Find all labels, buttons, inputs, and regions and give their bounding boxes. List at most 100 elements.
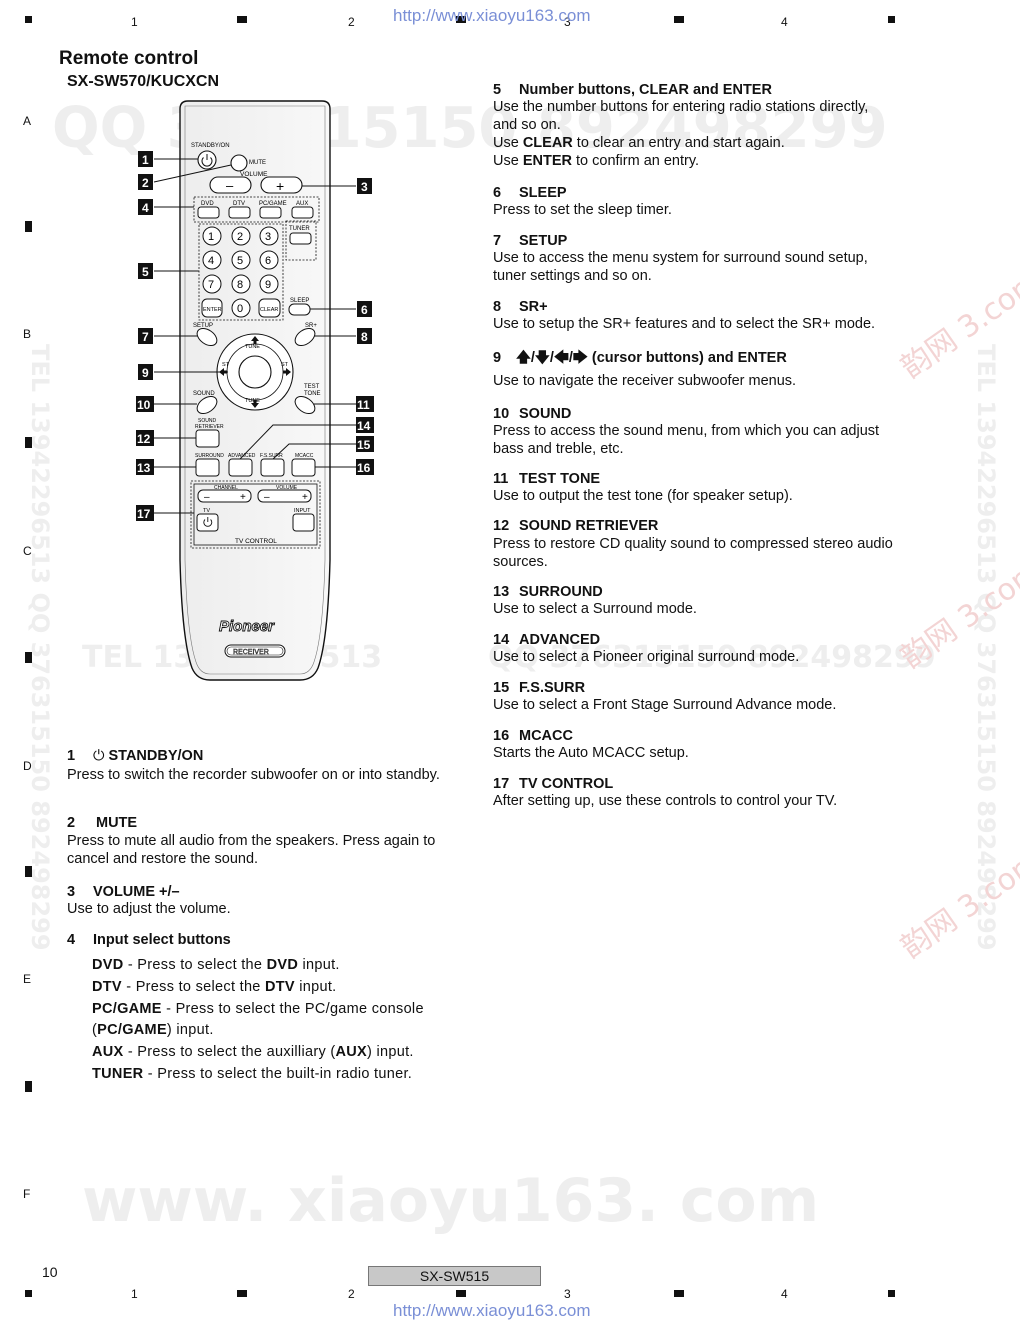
mute-button[interactable]	[230, 154, 248, 172]
fssurr-label: F.S.SURR	[260, 453, 283, 459]
tuner-label: TUNER	[289, 226, 310, 232]
input-aux-button[interactable]	[291, 206, 314, 219]
setup-button[interactable]	[194, 325, 220, 349]
key-5[interactable]	[231, 250, 251, 270]
column-number: 3	[564, 15, 571, 29]
volume-down-button[interactable]	[209, 176, 252, 194]
input-dvd-label: DVD	[201, 201, 214, 207]
column-number: 4	[781, 1287, 788, 1301]
test-tone-button[interactable]	[292, 393, 318, 417]
model-subtitle: SX-SW570/KUCXCN	[67, 73, 220, 90]
tuner-button[interactable]	[289, 232, 312, 245]
item-heading-text: STANDBY/ON	[108, 748, 204, 764]
volume-label: VOLUME	[240, 171, 268, 178]
row-letter: C	[23, 544, 32, 558]
test-tone-label-2: TONE	[304, 391, 321, 397]
watermark-red-2: 韵网 3.com	[894, 554, 1020, 676]
input-group-outline	[193, 196, 320, 223]
footer-url[interactable]: http://www.xiaoyu163.com	[393, 1301, 591, 1320]
key-9[interactable]	[259, 274, 279, 294]
pioneer-logo: Pioneer	[219, 618, 275, 635]
mcacc-button[interactable]	[291, 458, 316, 477]
column-number: 2	[348, 15, 355, 29]
sleep-button[interactable]	[288, 303, 311, 316]
item-number: 3	[67, 884, 76, 900]
key-2[interactable]	[231, 226, 251, 246]
item-number: 1	[67, 748, 76, 764]
callout-4: 4	[142, 201, 149, 215]
sound-retriever-button[interactable]	[195, 429, 220, 448]
numpad-outline	[198, 223, 284, 321]
srplus-button[interactable]	[292, 325, 318, 349]
tv-volume-rocker[interactable]	[257, 489, 312, 503]
key-6[interactable]	[259, 250, 279, 270]
frame-mark	[25, 1290, 32, 1297]
item-text: After setting up, use these controls to …	[493, 793, 838, 809]
item-text: Press to restore CD quality sound to com…	[493, 536, 893, 570]
clear-key-label: CLEAR	[260, 307, 278, 313]
tv-label: TV	[203, 508, 210, 514]
input-dtv-button[interactable]	[228, 206, 251, 219]
advanced-label: ADVANCED	[228, 453, 256, 459]
frame-mark	[674, 16, 684, 23]
key-1[interactable]	[202, 226, 222, 246]
key-7[interactable]	[202, 274, 222, 294]
item-text: Press to access the sound menu, from whi…	[493, 423, 880, 457]
tv-volume-minus: –	[264, 492, 270, 503]
sound-button[interactable]	[194, 393, 220, 417]
frame-mark	[237, 1290, 247, 1297]
item-text: Use CLEAR to clear an entry and start ag…	[493, 135, 785, 151]
key-8-label: 8	[237, 279, 243, 291]
channel-label: CHANNEL	[214, 485, 238, 491]
channel-minus: –	[204, 492, 210, 503]
item-text: Use the number buttons for entering radi…	[493, 99, 869, 133]
surround-button[interactable]	[195, 458, 220, 477]
callout-leaders	[153, 158, 356, 514]
volume-up-button[interactable]	[260, 176, 303, 194]
callout-10: 10	[137, 398, 151, 412]
receiver-label: RECEIVER	[233, 649, 269, 656]
callout-9: 9	[142, 366, 149, 380]
item-text: Use to access the menu system for surrou…	[493, 250, 868, 284]
key-0[interactable]	[231, 298, 251, 318]
header-url[interactable]: http://www.xiaoyu163.com	[393, 6, 591, 25]
page-number: 10	[42, 1264, 58, 1280]
frame-mark	[25, 16, 32, 23]
channel-rocker[interactable]	[197, 489, 252, 503]
key-3[interactable]	[259, 226, 279, 246]
item-text: Press to mute all audio from the speaker…	[67, 833, 436, 867]
frame-mark	[888, 1290, 895, 1297]
cursor-enter-button[interactable]	[238, 355, 272, 389]
watermark-red-1: 韵网 3.com	[894, 264, 1020, 386]
input-pcgame-button[interactable]	[259, 206, 282, 219]
tv-input-button[interactable]	[292, 513, 315, 532]
enter-key[interactable]	[201, 298, 223, 318]
mute-label: MUTE	[249, 160, 266, 166]
key-8[interactable]	[231, 274, 251, 294]
fssurr-button[interactable]	[260, 458, 285, 477]
advanced-button[interactable]	[228, 458, 253, 477]
callout-7: 7	[142, 330, 149, 344]
clear-key[interactable]	[258, 298, 281, 318]
callout-8: 8	[361, 330, 368, 344]
callout-6: 6	[361, 303, 368, 317]
item-number: 4	[67, 932, 76, 948]
callout-17: 17	[137, 507, 151, 521]
key-4[interactable]	[202, 250, 222, 270]
frame-mark	[25, 437, 32, 448]
tv-power-button[interactable]	[196, 513, 219, 532]
page-title: Remote control	[59, 48, 199, 69]
input-dvd-button[interactable]	[197, 206, 220, 219]
